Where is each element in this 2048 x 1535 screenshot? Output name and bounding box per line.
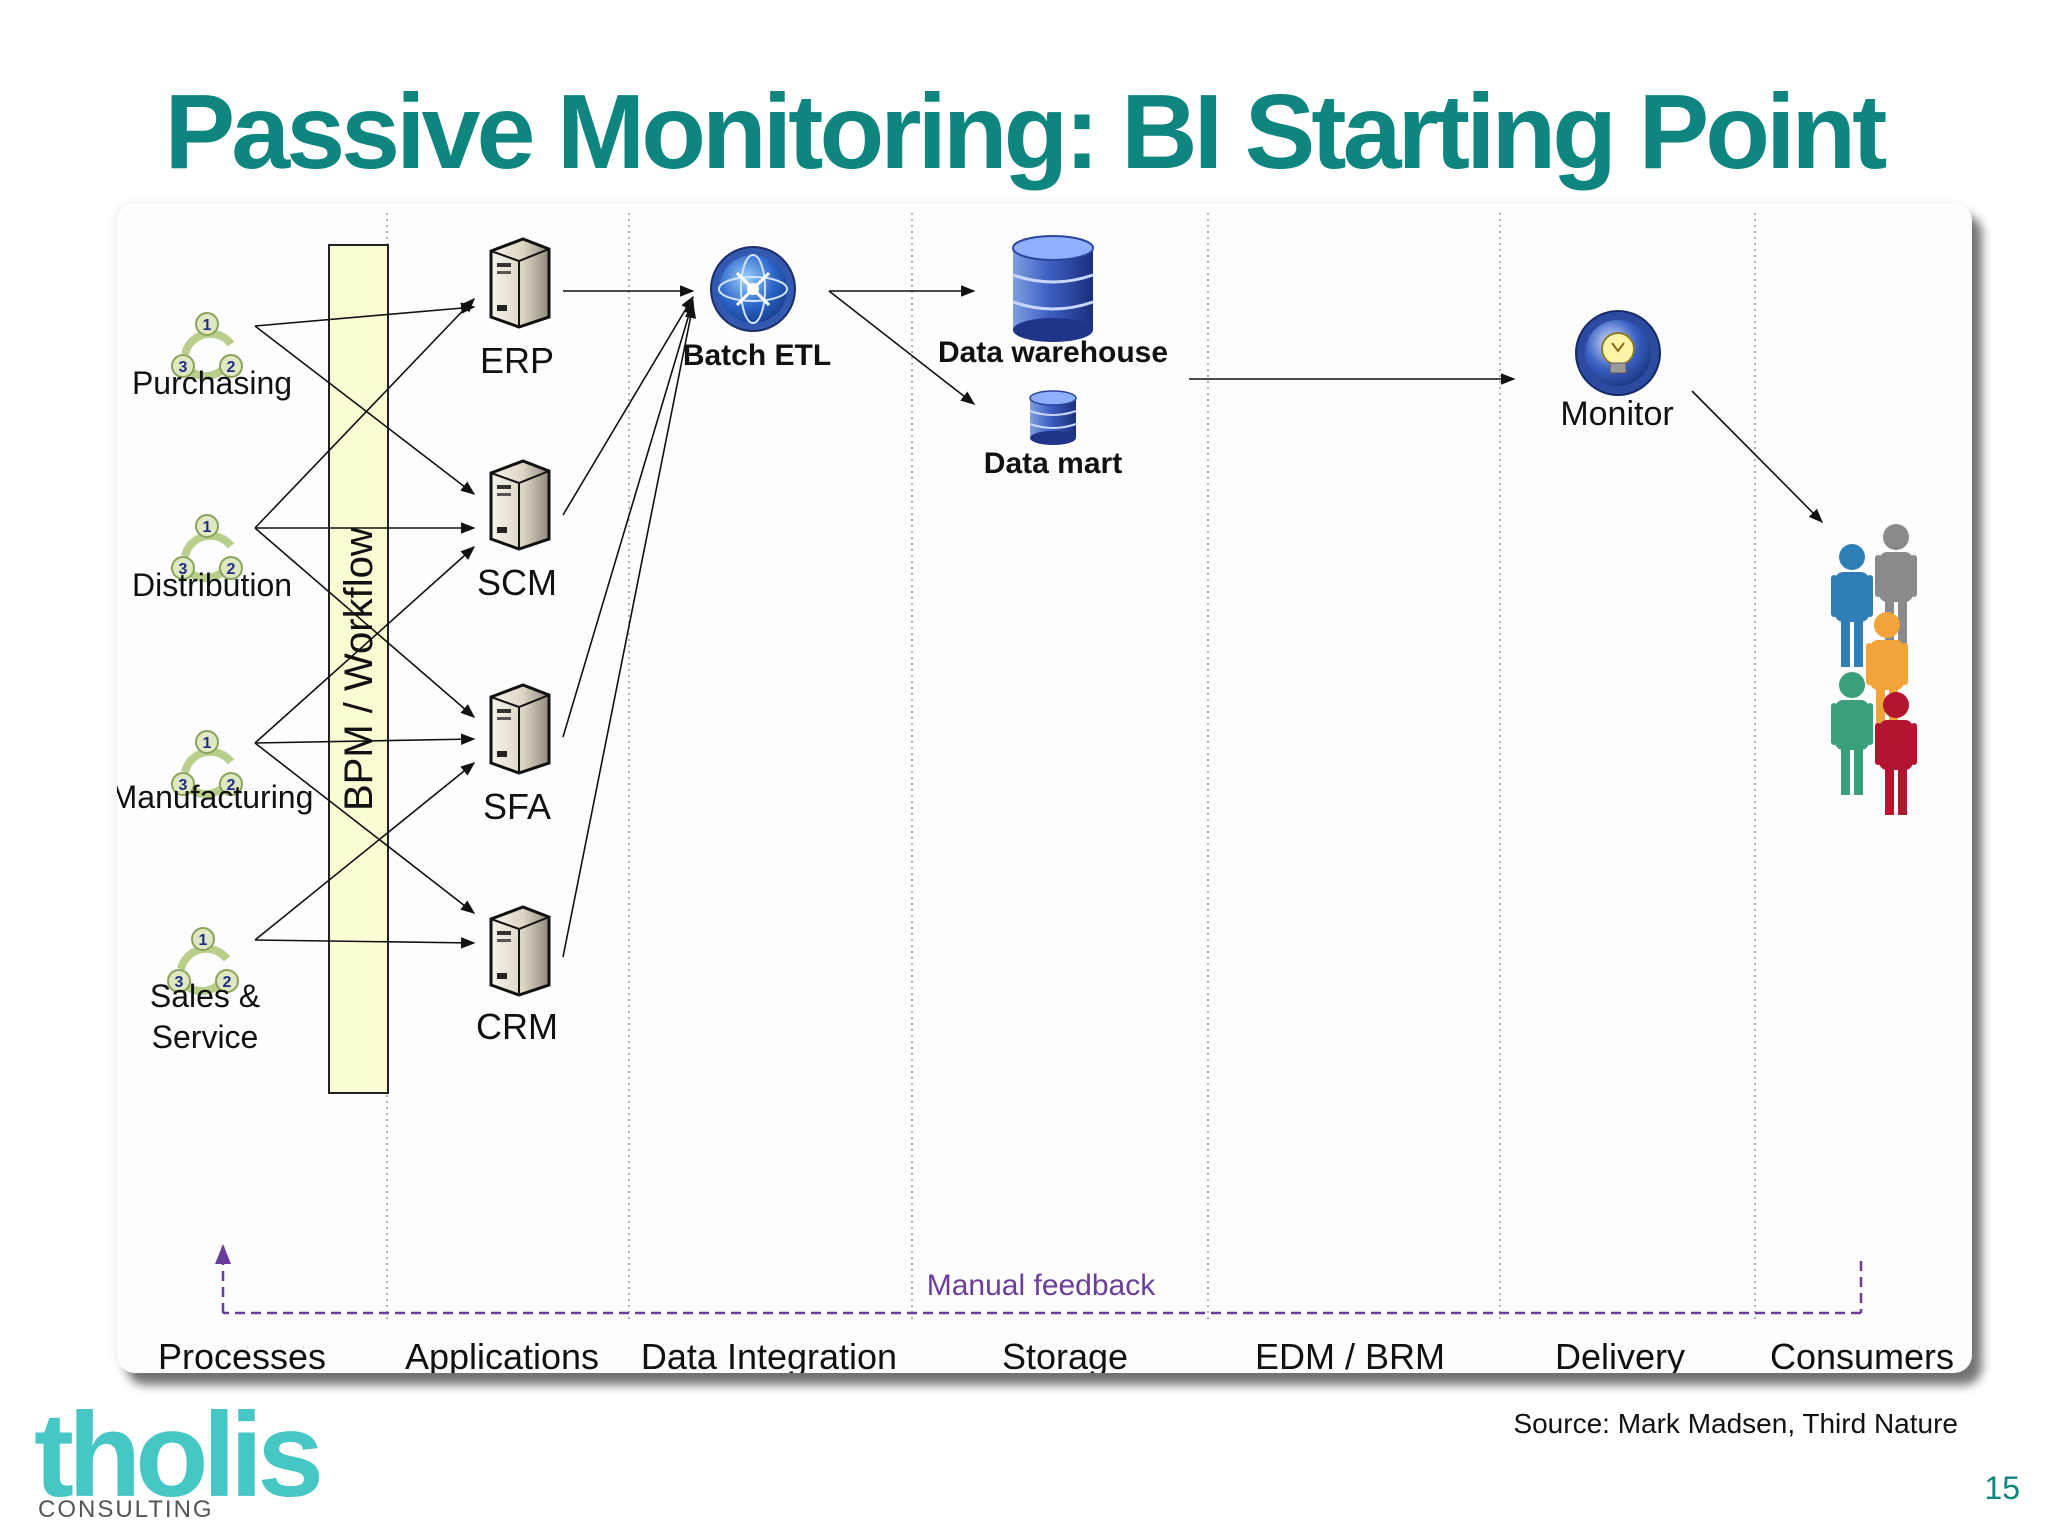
manual-feedback-label: Manual feedback (927, 1269, 1156, 1302)
lane-label-edm-brm: EDM / BRM (1255, 1336, 1445, 1373)
step-number: 1 (199, 932, 208, 949)
lane-label-delivery: Delivery (1555, 1336, 1685, 1373)
lane-label-data-integration: Data Integration (641, 1336, 897, 1373)
lane-dividers (386, 213, 1756, 1323)
person-icon (1831, 544, 1873, 667)
process-label-distribution: Distribution (132, 567, 292, 603)
slide-title: Passive Monitoring: BI Starting Point (164, 73, 1888, 191)
bpm-workflow-label: BPM / Workflow (337, 527, 381, 811)
data-warehouse-label: Data warehouse (938, 336, 1168, 369)
company-logo: tholis CONSULTING (34, 1388, 334, 1530)
app-to-etl-connectors (562, 285, 697, 958)
app-label-sfa: SFA (483, 786, 551, 827)
person-icon (1875, 524, 1917, 647)
person-icon (1831, 672, 1873, 795)
app-label-scm: SCM (477, 562, 557, 603)
server-icon (489, 237, 551, 329)
step-number: 1 (203, 519, 212, 536)
server-icon (489, 683, 551, 775)
monitor-to-consumers-connector (1691, 390, 1824, 524)
step-number: 2 (227, 359, 236, 376)
logo-wordmark: tholis (34, 1388, 324, 1522)
server-icon (489, 905, 551, 997)
monitor-label: Monitor (1560, 395, 1673, 433)
data-warehouse-database-icon (1012, 235, 1094, 342)
lane-label-storage: Storage (1002, 1336, 1128, 1373)
etl-to-storage-connectors (828, 285, 976, 405)
person-icon (1875, 692, 1917, 815)
etl-globe-icon (710, 246, 796, 332)
process-label-sales: Sales & (150, 978, 260, 1014)
cycle-icon: 1 2 3 (171, 312, 243, 380)
step-number: 3 (179, 359, 188, 376)
lane-labels: Processes Applications Data Integration … (158, 1336, 1954, 1373)
architecture-diagram: BPM / Workflow Manual feedback 1 2 3 1 2 3 1 2 3… (117, 213, 1954, 1373)
step-number: 3 (179, 561, 188, 578)
diagram-panel: BPM / Workflow Manual feedback 1 2 3 1 2 3 1 2 3… (117, 203, 1972, 1373)
process-to-app-connectors (254, 297, 476, 949)
cycle-icon: 1 2 3 (167, 927, 239, 995)
process-label-service: Service (152, 1019, 259, 1055)
data-mart-database-icon (1029, 390, 1077, 445)
etl-label: Batch ETL (683, 339, 831, 372)
cycle-icon: 1 2 3 (171, 730, 243, 798)
process-label-manufacturing: Manufacturing (117, 779, 313, 815)
server-icon (489, 459, 551, 551)
step-number: 3 (175, 974, 184, 991)
lane-label-processes: Processes (158, 1336, 326, 1373)
data-mart-label: Data mart (984, 447, 1122, 480)
process-icons: 1 2 3 1 2 3 1 2 3 1 2 3 (167, 312, 243, 995)
source-citation: Source: Mark Madsen, Third Nature (1513, 1408, 1958, 1439)
app-label-crm: CRM (476, 1006, 558, 1047)
page-number: 15 (1984, 1470, 2020, 1506)
app-label-erp: ERP (480, 340, 554, 381)
step-number: 1 (203, 735, 212, 752)
process-labels: Purchasing Distribution Manufacturing Sa… (117, 365, 313, 1055)
step-number: 3 (179, 777, 188, 794)
lightbulb-icon (1575, 310, 1661, 396)
logo-subtitle: CONSULTING (38, 1496, 214, 1523)
manual-feedback-loop (215, 1244, 1863, 1315)
lane-label-applications: Applications (405, 1336, 599, 1373)
people-group-icon (1831, 524, 1917, 815)
process-label-purchasing: Purchasing (132, 365, 292, 401)
step-number: 2 (227, 777, 236, 794)
cycle-icon: 1 2 3 (171, 514, 243, 582)
step-number: 2 (227, 561, 236, 578)
lane-label-consumers: Consumers (1770, 1336, 1954, 1373)
step-number: 1 (203, 317, 212, 334)
application-servers (489, 237, 551, 997)
step-number: 2 (223, 974, 232, 991)
application-labels: ERP SCM SFA CRM (476, 340, 558, 1047)
